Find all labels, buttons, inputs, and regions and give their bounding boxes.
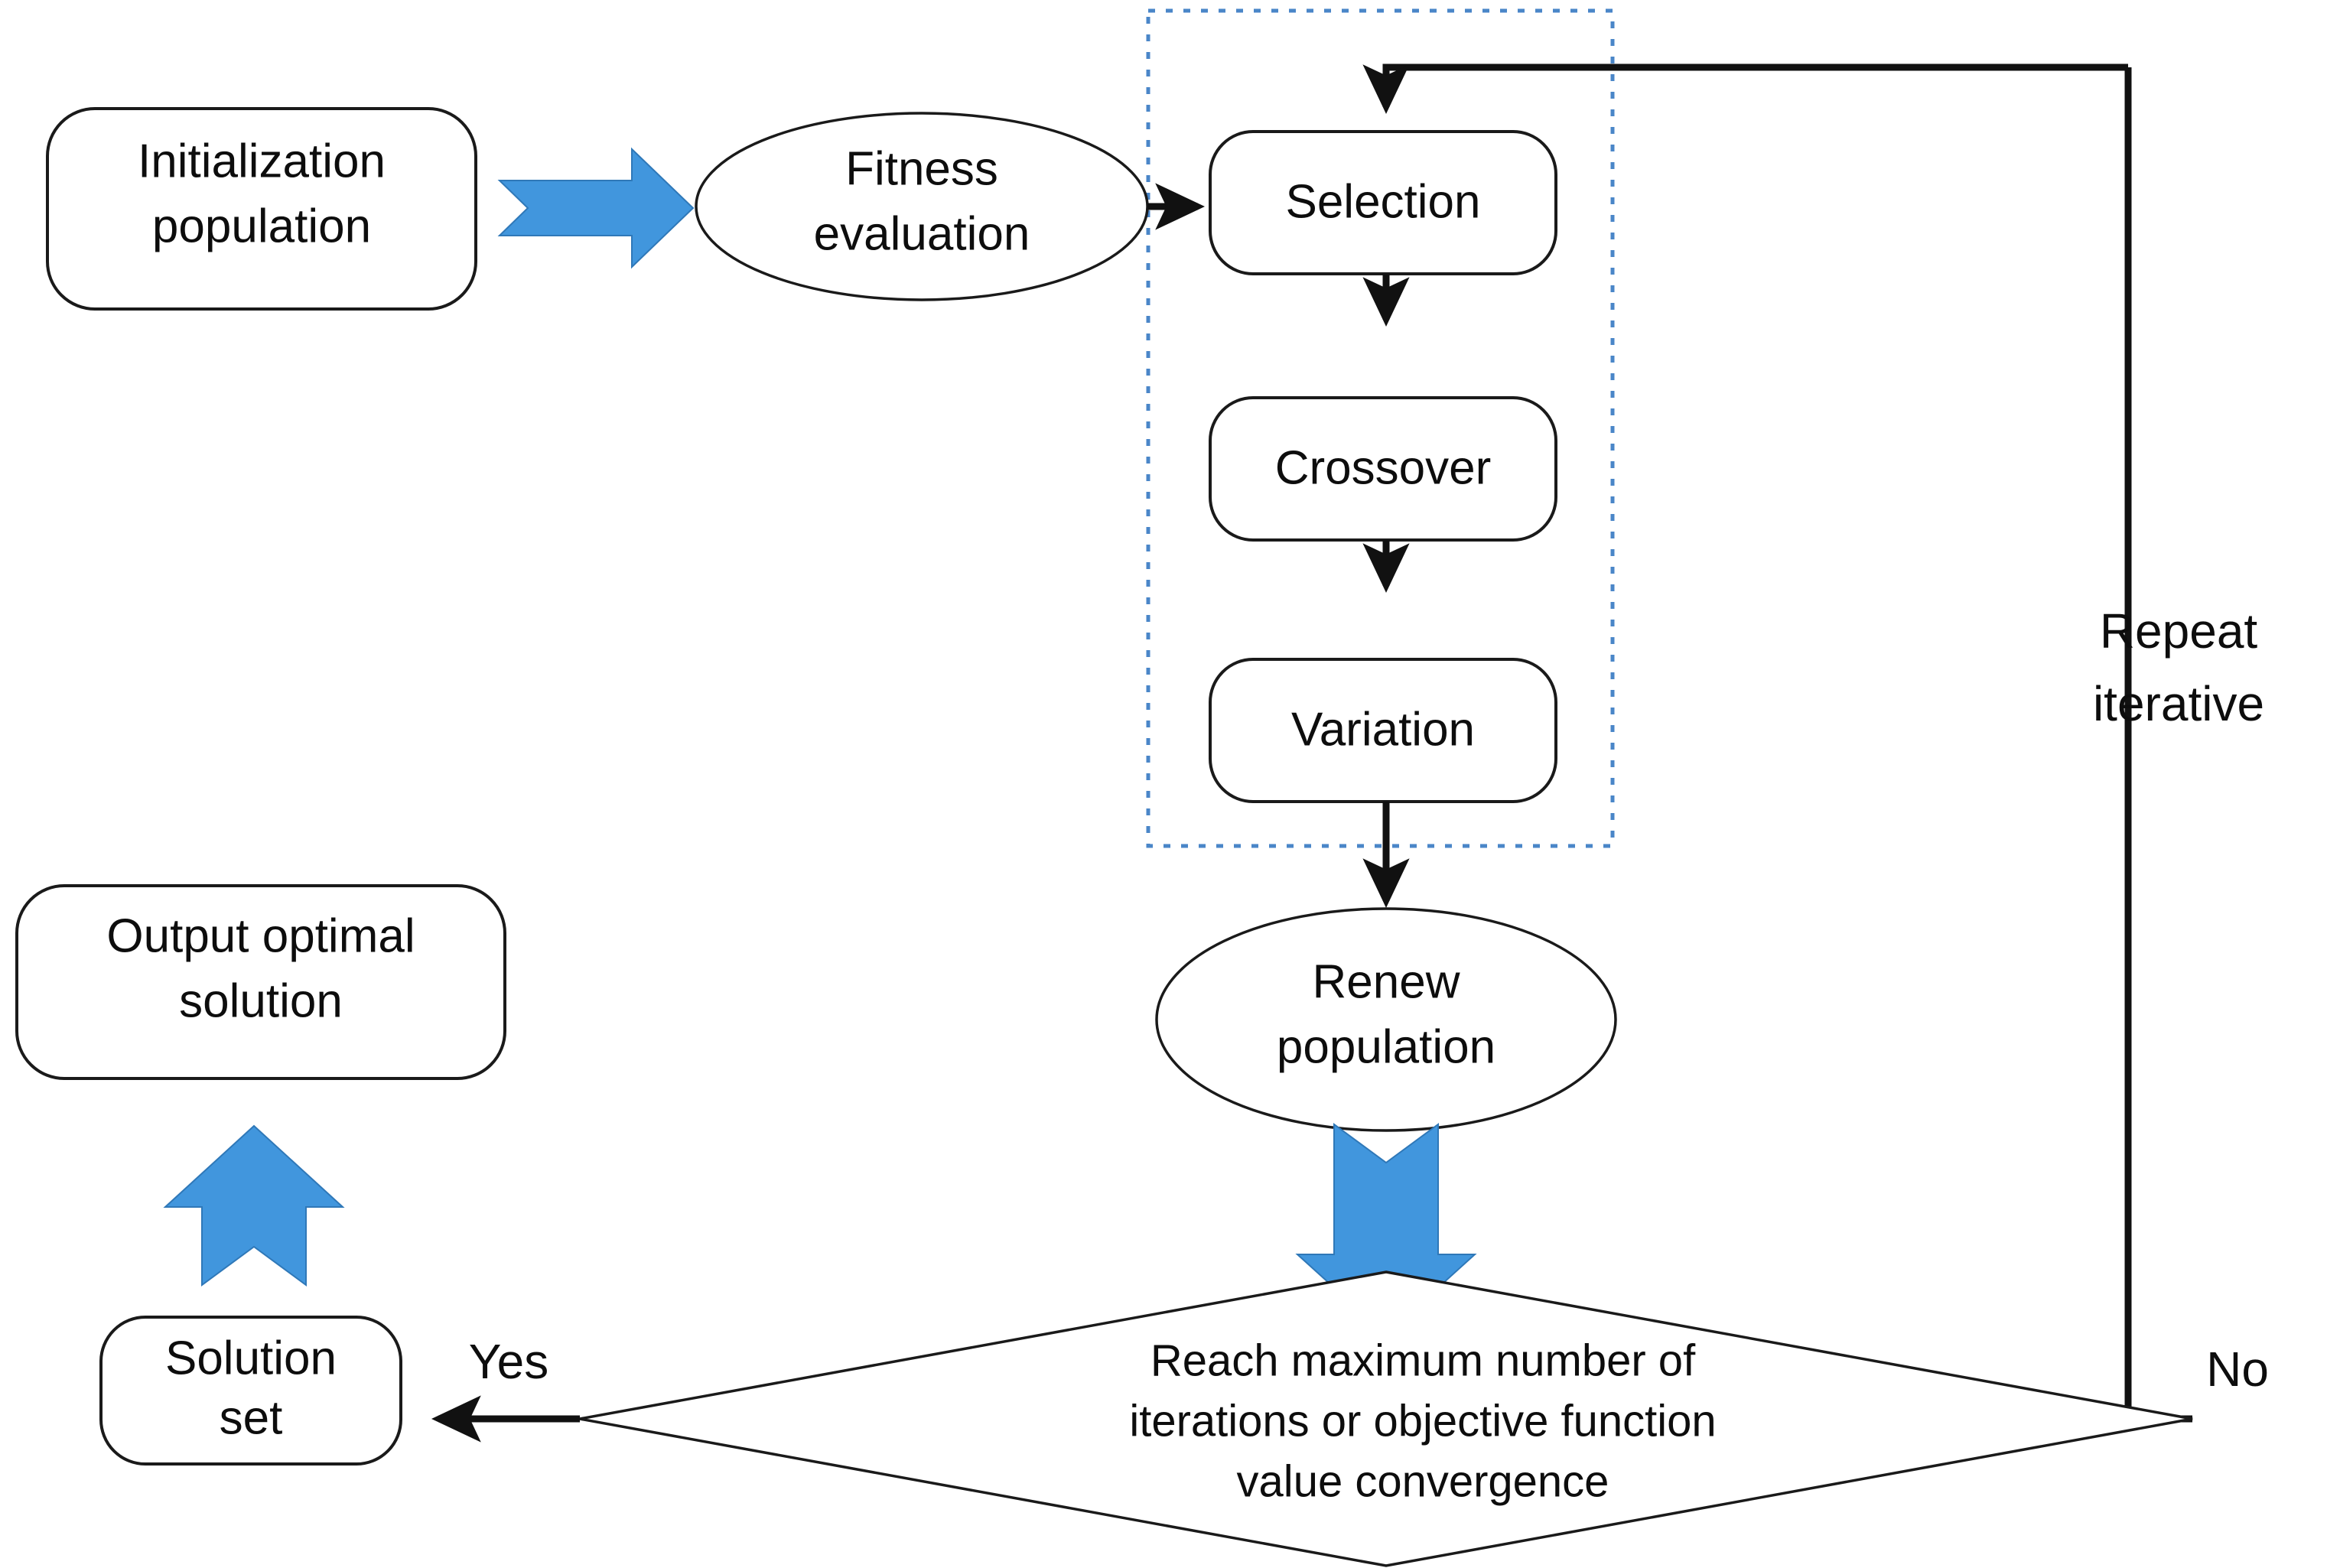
blue-arrow-up-icon bbox=[163, 1124, 345, 1287]
node-solution-set[interactable] bbox=[99, 1316, 402, 1466]
node-solution-set-label-line2: set bbox=[220, 1391, 283, 1444]
node-initialization-population[interactable] bbox=[46, 107, 477, 311]
node-decision-stopping-criterion[interactable] bbox=[579, 1270, 2193, 1567]
node-fitness-evaluation-label-line2: evaluation bbox=[814, 207, 1030, 260]
edge-repeat-loop-to-selection bbox=[1362, 63, 2128, 115]
node-renew-population-label-line2: population bbox=[1277, 1020, 1495, 1073]
node-selection-label: Selection bbox=[1285, 175, 1480, 228]
node-crossover-label: Crossover bbox=[1275, 441, 1492, 494]
node-solution-set-label-line1: Solution bbox=[165, 1332, 337, 1384]
node-initialization-population-label-line2: population bbox=[152, 200, 371, 252]
node-decision-label-line3: value convergence bbox=[1237, 1456, 1609, 1506]
blue-arrow-right-icon bbox=[497, 147, 695, 269]
ga-operators-group-box bbox=[1146, 8, 1615, 848]
node-output-optimal-solution-label-line1: Output optimal bbox=[106, 909, 415, 962]
edge-label-repeat-line2: iterative bbox=[2093, 676, 2264, 731]
edge-label-repeat-line1: Repeat bbox=[2100, 603, 2258, 659]
node-initialization-population-label-line1: Initialization bbox=[138, 135, 386, 187]
node-variation-label: Variation bbox=[1291, 703, 1475, 756]
node-decision-label-line1: Reach maximum number of bbox=[1150, 1335, 1696, 1385]
node-fitness-evaluation[interactable] bbox=[695, 112, 1149, 301]
node-renew-population[interactable] bbox=[1155, 907, 1617, 1132]
node-fitness-evaluation-label-line1: Fitness bbox=[845, 142, 998, 195]
node-renew-population-label-line1: Renew bbox=[1313, 955, 1460, 1008]
edge-label-yes: Yes bbox=[469, 1334, 548, 1389]
edge-label-no: No bbox=[2206, 1342, 2269, 1397]
node-output-optimal-solution-label-line2: solution bbox=[179, 974, 343, 1027]
node-output-optimal-solution[interactable] bbox=[15, 884, 506, 1080]
node-decision-label-line2: iterations or objective function bbox=[1129, 1396, 1716, 1446]
